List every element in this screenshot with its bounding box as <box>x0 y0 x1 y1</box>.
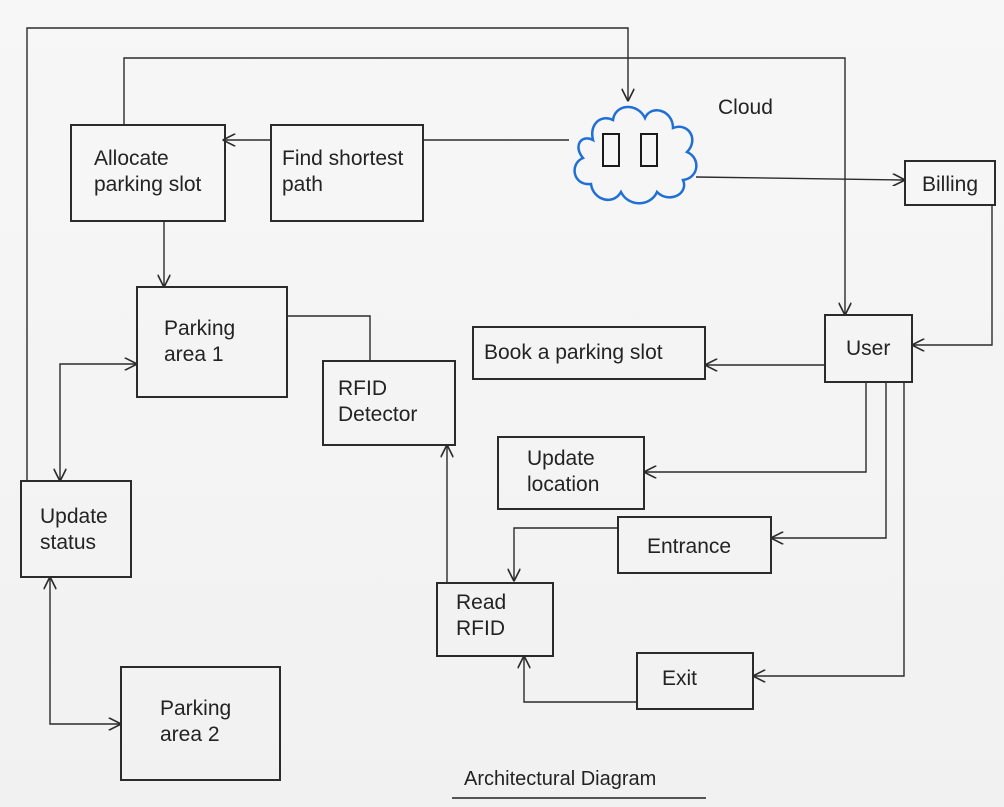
billing-label: Billing <box>922 173 979 196</box>
diagram-caption: Architectural Diagram <box>464 768 657 790</box>
cloud-node <box>565 88 705 216</box>
book-parking-slot-box: Book a parking slot <box>472 326 706 380</box>
parking-area-1-to-rfid-connector <box>288 315 371 360</box>
update-status-box: Update status <box>20 480 132 578</box>
allocate-to-user-connector <box>123 57 845 314</box>
allocate-parking-slot-box: Allocate parking slot <box>70 124 226 222</box>
allocate-parking-slot-label: Allocate parking slot <box>94 147 202 197</box>
user-to-exit-connector <box>754 383 905 676</box>
entrance-label: Entrance <box>647 535 732 558</box>
cloud-to-billing-connector <box>695 177 904 180</box>
user-box: User <box>824 314 913 383</box>
exit-box: Exit <box>636 652 754 710</box>
cloud-label: Cloud <box>718 96 773 119</box>
exit-label: Exit <box>662 667 698 690</box>
parking-area-2-box: Parking area 2 <box>120 666 281 781</box>
update-location-label: Update location <box>527 447 600 497</box>
update-location-box: Update location <box>497 436 645 510</box>
entrance-to-read-rfid-connector <box>514 527 617 580</box>
parking-area-1-label: Parking area 1 <box>164 317 236 367</box>
update-status-parking-area-2-connector <box>50 578 120 724</box>
find-shortest-path-box: Find shortest path <box>270 124 424 222</box>
user-to-update-location-connector <box>645 383 867 472</box>
user-label: User <box>846 337 891 360</box>
find-shortest-path-label: Find shortest path <box>282 147 404 197</box>
parking-area-2-label: Parking area 2 <box>160 697 232 747</box>
billing-box: Billing <box>904 160 996 206</box>
read-rfid-label: Read RFID <box>456 591 507 641</box>
exit-to-read-rfid-connector <box>524 657 636 703</box>
entrance-box: Entrance <box>617 516 772 574</box>
cloud-icon <box>573 105 698 205</box>
user-to-entrance-connector <box>772 383 887 538</box>
update-status-to-cloud-connector <box>26 27 628 480</box>
read-rfid-box: Read RFID <box>436 582 554 657</box>
book-parking-slot-label: Book a parking slot <box>484 341 663 364</box>
update-status-label: Update status <box>40 505 108 555</box>
caption-underline <box>452 797 706 799</box>
rfid-detector-box: RFID Detector <box>322 360 456 446</box>
rfid-detector-label: RFID Detector <box>338 377 418 427</box>
parking-area-1-box: Parking area 1 <box>136 286 288 398</box>
update-status-parking-area-1-connector <box>60 364 136 480</box>
billing-to-user-connector <box>913 206 993 345</box>
